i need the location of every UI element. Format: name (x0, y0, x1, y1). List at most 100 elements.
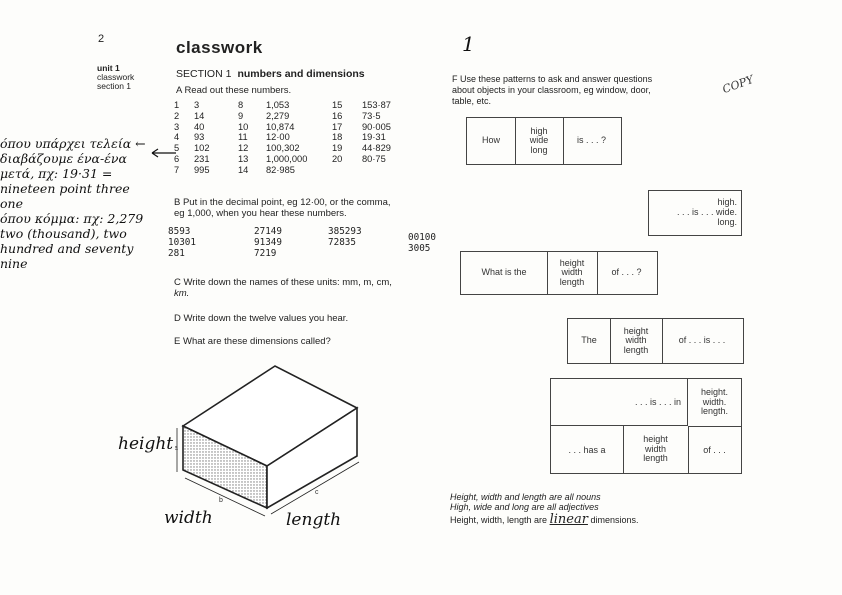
note-line: one (0, 196, 23, 211)
handwritten-width: width (164, 508, 213, 528)
table3-cell: What is the (461, 252, 548, 294)
item-number: 14 (238, 164, 249, 175)
dictation-number: 00100 (408, 232, 436, 243)
item-number: 12 (238, 143, 249, 154)
table5-cell: of . . . (703, 444, 726, 455)
dictation-number: 281 (168, 248, 185, 259)
dictation-numbers: 8593 27149 385293 00100 10301 91349 7283… (168, 226, 468, 266)
dim-label-b: b (219, 497, 223, 504)
cuboid-illustration: a b c (175, 365, 360, 517)
stamp-mark: COPY (720, 72, 756, 97)
table5-cell-words: height.width.length. (688, 379, 741, 427)
dictation-number: 8593 (168, 226, 191, 237)
word: length. (700, 406, 729, 417)
note-line: nineteen point three (0, 181, 130, 196)
word: high. (717, 197, 737, 207)
note-line: όπου υπάρχει τελεία ← (0, 136, 146, 151)
part-f-line1: F Use these patterns to ask and answer q… (452, 74, 653, 84)
sidebar-line2: classwork (97, 72, 135, 82)
item-number: 18 (332, 132, 343, 143)
part-f-line2: about objects in your classroom, eg wind… (452, 85, 651, 95)
word: long. (717, 217, 737, 227)
item-value: 3 (194, 100, 200, 110)
word: length (643, 453, 668, 464)
item-value: 80·75 (362, 153, 386, 164)
item-value: 12·00 (266, 132, 290, 143)
item-number: 4 (174, 132, 180, 143)
part-b-line1: B Put in the decimal point, eg 12·00, or… (174, 197, 391, 208)
note-text: Height, width, length are (450, 515, 548, 525)
item-value: 82·985 (266, 164, 295, 175)
part-e: E What are these dimensions called? (174, 336, 331, 347)
item-number: 9 (238, 110, 244, 121)
item-number: 7 (174, 164, 180, 175)
word: . . . is . . . wide. (676, 207, 737, 217)
item-value: 10,874 (266, 121, 295, 132)
note-line-3: Height, width, length are linear dimensi… (450, 512, 638, 527)
page-title: classwork (176, 38, 263, 57)
part-b-line2: eg 1,000, when you hear these numbers. (174, 208, 347, 219)
item-value: 1,000,000 (266, 153, 308, 164)
top-scribble: 1 (462, 32, 475, 56)
handwritten-length: length (286, 510, 342, 530)
item-value: 100,302 (266, 143, 300, 154)
dim-label-a: a (175, 445, 178, 452)
note-line: διαβάζουμε ένα-ένα (0, 151, 127, 166)
item-number: 2 (174, 110, 180, 121)
section-label: SECTION 1 (176, 68, 232, 80)
item-value: 231 (194, 153, 210, 164)
word: height (623, 325, 649, 336)
item-number: 20 (332, 153, 343, 164)
item-number: 3 (174, 121, 180, 132)
item-value: 1,053 (266, 100, 290, 110)
note-line: μετά, πχ: 19·31 = (0, 166, 113, 181)
dictation-number: 10301 (168, 237, 196, 248)
note-line: όπου κόμμα: πχ: 2,279 (0, 211, 144, 226)
word: width (625, 335, 647, 346)
note-line-2: High, wide and long are all adjectives (450, 502, 599, 512)
table3-cell: of . . . ? (611, 267, 642, 278)
word: long (530, 144, 548, 155)
word: length (623, 344, 649, 355)
item-number: 13 (238, 153, 249, 164)
note-line: nine (0, 256, 28, 271)
section-heading: SECTION 1 numbers and dimensions (176, 68, 365, 80)
dictation-number: 72835 (328, 237, 356, 248)
item-number: 19 (332, 143, 343, 154)
dictation-number: 3005 (408, 243, 431, 254)
note-line: hundred and seventy (0, 241, 134, 256)
word: width (561, 267, 583, 278)
item-value: 995 (194, 164, 210, 175)
word: height. (700, 387, 729, 398)
dictation-number: 27149 (254, 226, 282, 237)
word: wide (529, 135, 549, 146)
item-number: 5 (174, 143, 180, 154)
item-number: 1 (174, 100, 180, 110)
item-value: 2,279 (266, 110, 290, 121)
item-value: 44·829 (362, 143, 391, 154)
word: length (559, 276, 585, 287)
dictation-number: 385293 (328, 226, 362, 237)
table5-cell: . . . has a (551, 426, 624, 473)
word: high (530, 125, 548, 136)
item-value: 14 (194, 110, 205, 121)
handwritten-note: όπου υπάρχει τελεία ← διαβάζουμε ένα-ένα… (0, 136, 146, 271)
sidebar-line3: section 1 (97, 81, 132, 91)
item-value: 93 (194, 132, 205, 143)
item-number: 6 (174, 153, 180, 164)
pattern-table-5: . . . is . . . in height.width.length. .… (550, 378, 742, 474)
table4-cell: of . . . is . . . (678, 335, 726, 346)
table1-cell: is . . . ? (576, 135, 606, 146)
item-number: 11 (238, 132, 248, 143)
section-title: numbers and dimensions (237, 68, 365, 80)
part-c-line1: C Write down the names of these units: m… (174, 277, 392, 288)
part-d: D Write down the twelve values you hear. (174, 313, 349, 324)
pattern-table-2: high. . . . is . . . wide. long. (648, 190, 742, 236)
word: width. (702, 396, 727, 407)
